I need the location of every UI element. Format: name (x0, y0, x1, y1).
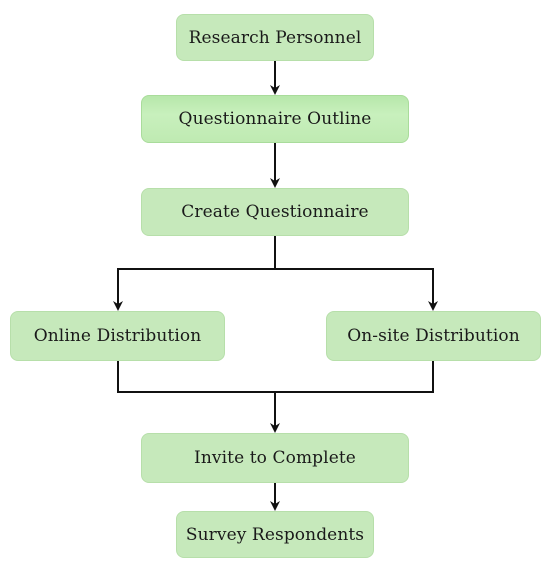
node-invite-to-complete: Invite to Complete (141, 433, 409, 483)
node-survey-respondents: Survey Respondents (176, 511, 374, 558)
node-label: Online Distribution (33, 326, 202, 346)
node-label: Questionnaire Outline (178, 109, 372, 129)
split-connector-right (275, 268, 438, 311)
node-label: Survey Respondents (185, 524, 365, 545)
node-label: Invite to Complete (194, 448, 356, 468)
node-label: On-site Distribution (347, 326, 520, 346)
node-label: Research Personnel (188, 27, 362, 48)
split-connector (113, 236, 276, 311)
node-questionnaire-outline: Questionnaire Outline (141, 95, 409, 143)
node-research-personnel: Research Personnel (176, 14, 374, 61)
node-online-distribution: Online Distribution (10, 311, 225, 361)
node-onsite-distribution: On-site Distribution (326, 311, 541, 361)
merge-connector-left (117, 361, 434, 393)
node-create-questionnaire: Create Questionnaire (141, 188, 409, 236)
node-label: Create Questionnaire (181, 202, 369, 222)
